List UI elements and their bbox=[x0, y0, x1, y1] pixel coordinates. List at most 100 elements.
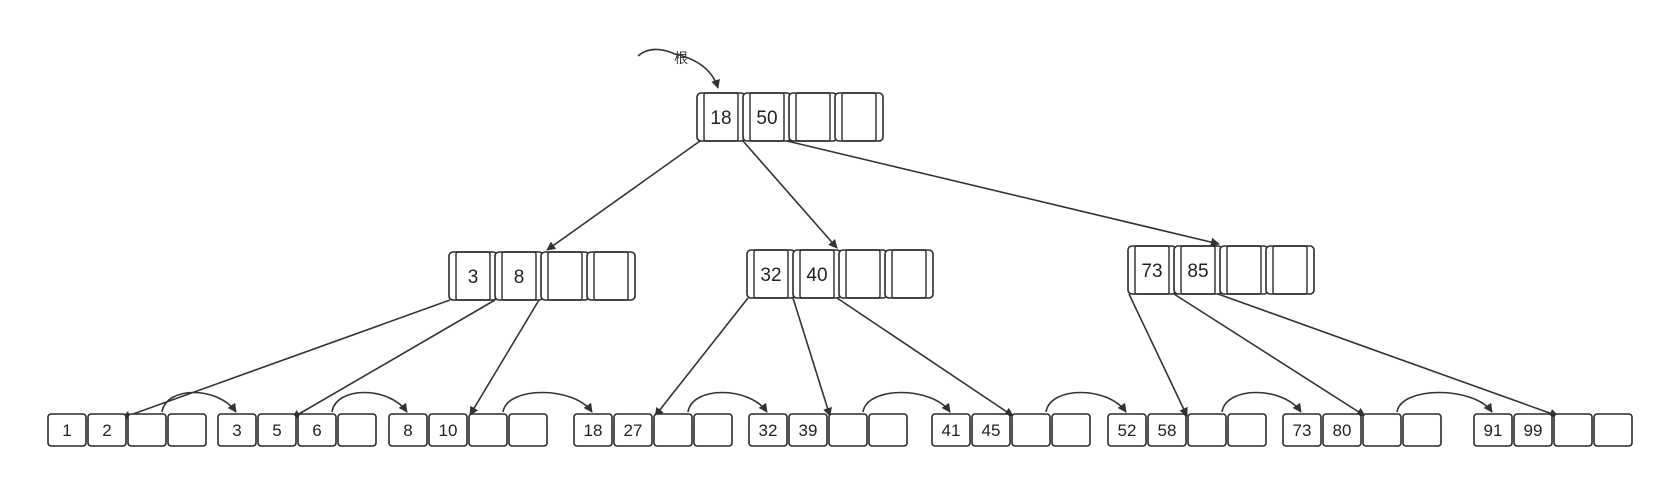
root-node-cell-frame-3 bbox=[841, 92, 877, 142]
leaf-node-1-cell-0 bbox=[217, 413, 257, 447]
leaf-node-3-cell-2 bbox=[653, 413, 693, 447]
leaf-node-5-cell-2 bbox=[1011, 413, 1051, 447]
internal-node-1-cell-frame-2 bbox=[845, 249, 881, 299]
leaf-node-4-cell-2 bbox=[828, 413, 868, 447]
leaf-node-0-cell-2 bbox=[127, 413, 167, 447]
leaf-node-8: 91 99 bbox=[1473, 413, 1633, 447]
leaf-node-1-key-1: 5 bbox=[272, 421, 281, 440]
internal-node-1-key-0: 32 bbox=[760, 265, 781, 286]
leaf-node-8-cell-3 bbox=[1593, 413, 1633, 447]
leaf-node-8-cell-0 bbox=[1473, 413, 1513, 447]
internal-node-0-key-0: 3 bbox=[468, 267, 479, 288]
leaf-node-0-key-1: 2 bbox=[102, 421, 111, 440]
leaf-node-2-key-1: 10 bbox=[439, 421, 458, 440]
leaf-node-2-cell-2 bbox=[468, 413, 508, 447]
leaf-link-3 bbox=[687, 391, 768, 413]
internal-node-0-key-1: 8 bbox=[514, 267, 525, 288]
leaf-link-7 bbox=[1396, 391, 1493, 413]
leaf-node-6-cell-2 bbox=[1187, 413, 1227, 447]
leaf-node-7-key-1: 80 bbox=[1333, 421, 1352, 440]
leaf-node-4-key-1: 39 bbox=[799, 421, 818, 440]
leaf-node-8-cell-2 bbox=[1553, 413, 1593, 447]
root-node-key-1: 50 bbox=[756, 108, 777, 129]
internal-node-2-cell-frame-0 bbox=[1134, 245, 1170, 295]
internal-node-0-cell-frame-0 bbox=[455, 251, 491, 301]
leaf-link-6 bbox=[1221, 391, 1302, 413]
internal-node-1-cell-frame-3 bbox=[891, 249, 927, 299]
root-node-cell-frame-1 bbox=[749, 92, 785, 142]
leaf-node-7-cell-2 bbox=[1362, 413, 1402, 447]
internal-node-0-cell-frame-2 bbox=[547, 251, 583, 301]
leaf-node-3-cell-0 bbox=[573, 413, 613, 447]
leaf-node-7-cell-3 bbox=[1402, 413, 1442, 447]
internal-node-2-cell-frame-3 bbox=[1272, 245, 1308, 295]
leaf-link-0 bbox=[161, 391, 237, 413]
leaf-node-0-key-0: 1 bbox=[62, 421, 71, 440]
leaf-link-5 bbox=[1045, 391, 1127, 413]
leaf-node-3-key-0: 18 bbox=[584, 421, 603, 440]
leaf-node-4-key-0: 32 bbox=[759, 421, 778, 440]
leaf-node-5-cell-1 bbox=[971, 413, 1011, 447]
internal-node-1-cell-frame-1 bbox=[799, 249, 835, 299]
internal-node-2: 73 85 bbox=[1127, 245, 1315, 295]
leaf-node-7-cell-0 bbox=[1282, 413, 1322, 447]
leaf-node-4-cell-3 bbox=[868, 413, 908, 447]
leaf-node-3-key-1: 27 bbox=[624, 421, 643, 440]
leaf-node-1-cell-3 bbox=[337, 413, 377, 447]
root-pointer-label: 根 bbox=[674, 51, 688, 67]
leaf-node-2-key-0: 8 bbox=[403, 421, 412, 440]
leaf-node-8-cell-1 bbox=[1513, 413, 1553, 447]
leaf-node-4-cell-0 bbox=[748, 413, 788, 447]
leaf-node-2-cell-0 bbox=[388, 413, 428, 447]
leaf-node-4: 32 39 bbox=[748, 413, 908, 447]
leaf-node-2: 8 10 bbox=[388, 413, 548, 447]
internal-node-1-key-1: 40 bbox=[806, 265, 827, 286]
leaf-node-5-key-0: 41 bbox=[942, 421, 961, 440]
leaf-link-2 bbox=[502, 391, 593, 413]
leaf-link-1 bbox=[331, 391, 408, 413]
leaf-node-6-key-1: 58 bbox=[1158, 421, 1177, 440]
leaf-node-1-key-2: 6 bbox=[312, 421, 321, 440]
leaf-node-3-cell-3 bbox=[693, 413, 733, 447]
root-node-cell-frame-2 bbox=[795, 92, 831, 142]
internal-node-1-cell-frame-0 bbox=[753, 249, 789, 299]
internal-2-to-leaf-edge-0 bbox=[1128, 293, 1188, 417]
root-pointer: 根 bbox=[637, 48, 720, 89]
root-node-key-0: 18 bbox=[710, 108, 731, 129]
internal-0-to-leaf-edge-1 bbox=[291, 299, 496, 419]
internal-node-0-cell-frame-1 bbox=[501, 251, 537, 301]
root-to-internal-edge-0 bbox=[546, 140, 701, 251]
internal-2-to-leaf-edge-2 bbox=[1217, 293, 1559, 418]
leaf-node-0-cell-3 bbox=[167, 413, 207, 447]
internal-node-1: 32 40 bbox=[746, 249, 934, 299]
internal-node-2-cell-frame-2 bbox=[1226, 245, 1262, 295]
leaf-link-4 bbox=[862, 391, 951, 413]
leaf-node-2-cell-1 bbox=[428, 413, 468, 447]
internal-1-to-leaf-edge-2 bbox=[836, 297, 1014, 417]
leaf-node-7-key-0: 73 bbox=[1293, 421, 1312, 440]
internal-node-2-cell-frame-1 bbox=[1180, 245, 1216, 295]
tree-edges bbox=[121, 140, 1559, 420]
leaf-node-6-cell-3 bbox=[1227, 413, 1267, 447]
internal-node-0-cell-frame-3 bbox=[593, 251, 629, 301]
internal-node-2-key-1: 85 bbox=[1187, 261, 1208, 282]
leaf-node-8-key-0: 91 bbox=[1484, 421, 1503, 440]
leaf-node-2-cell-3 bbox=[508, 413, 548, 447]
leaf-node-6-cell-0 bbox=[1107, 413, 1147, 447]
leaf-node-1-cell-2 bbox=[297, 413, 337, 447]
root-to-internal-edge-1 bbox=[742, 140, 838, 249]
leaf-node-6-cell-1 bbox=[1147, 413, 1187, 447]
internal-0-to-leaf-edge-2 bbox=[469, 299, 540, 416]
internal-node-2-key-0: 73 bbox=[1141, 261, 1162, 282]
root-node-cell-frame-0 bbox=[703, 92, 739, 142]
leaf-node-8-key-1: 99 bbox=[1524, 421, 1543, 440]
